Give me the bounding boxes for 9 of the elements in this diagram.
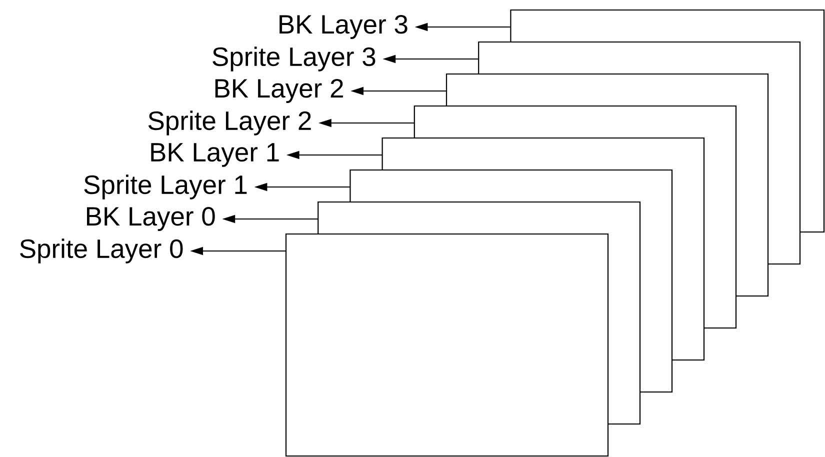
layer-rectangle — [285, 233, 609, 457]
layer-label: Sprite Layer 3 — [212, 46, 376, 72]
layer-label: Sprite Layer 2 — [148, 110, 311, 136]
layer-label: BK Layer 1 — [151, 143, 279, 167]
layer-label: Sprite Layer 0 — [20, 238, 183, 264]
layer-label: BK Layer 3 — [280, 15, 408, 39]
layer-label: BK Layer 2 — [215, 79, 343, 103]
layer-label: BK Layer 0 — [86, 207, 215, 231]
layer-label: Sprite Layer 1 — [84, 174, 247, 200]
